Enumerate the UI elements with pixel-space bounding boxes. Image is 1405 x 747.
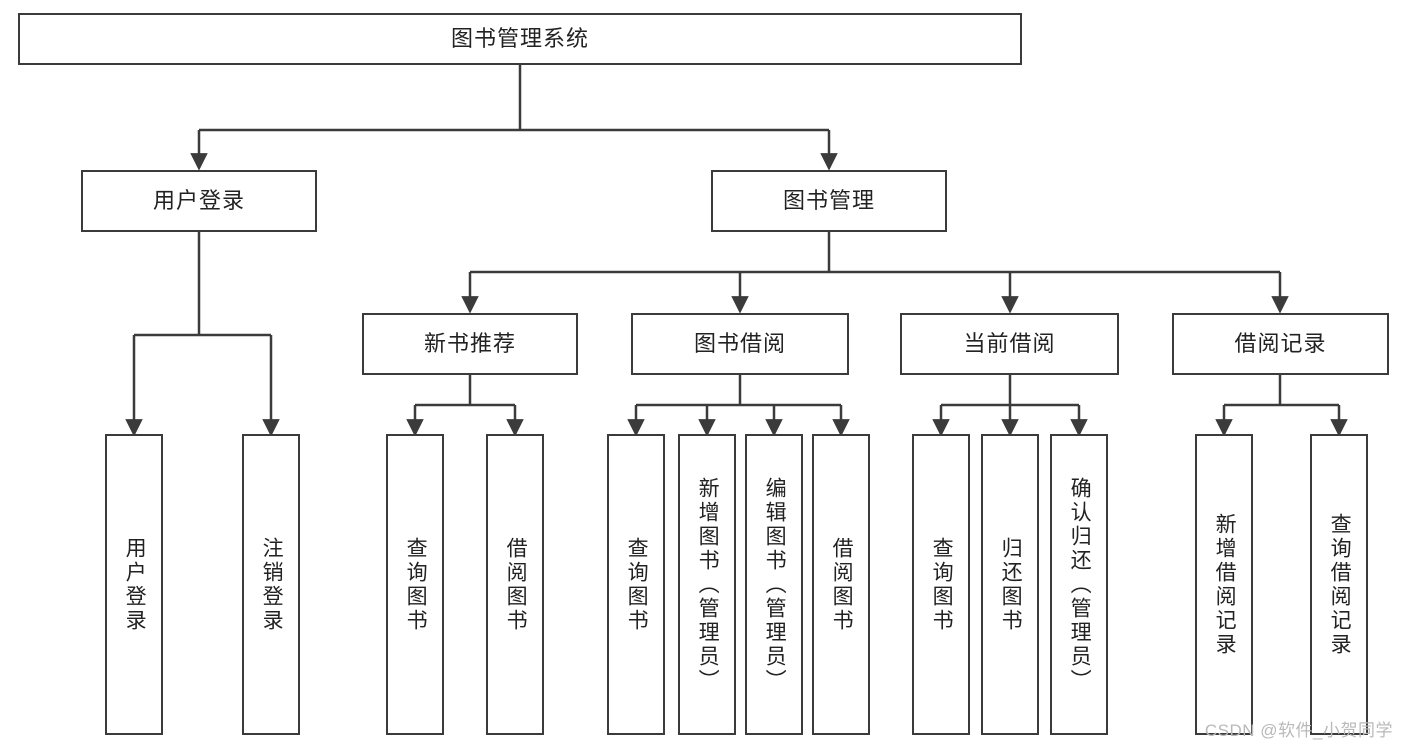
node-root-label: 图书管理系统 (450, 25, 589, 51)
node-leaf-rec-query-book-label: 查询图书 (404, 536, 428, 633)
node-leaf-rec-borrow-book-label: 借阅图书 (504, 536, 528, 633)
node-leaf-br-query-record[interactable]: 查询借阅记录 (1310, 434, 1368, 735)
node-leaf-bb-borrow-book-label: 借阅图书 (830, 536, 854, 633)
node-leaf-user-logout-label: 注销登录 (260, 536, 284, 633)
node-leaf-bb-add-book[interactable]: 新增图书（管理员） (678, 434, 736, 735)
node-leaf-bb-edit-book[interactable]: 编辑图书（管理员） (745, 434, 803, 735)
node-leaf-bb-query-book[interactable]: 查询图书 (607, 434, 665, 735)
node-leaf-br-add-record-label: 新增借阅记录 (1213, 512, 1237, 657)
node-current-borrow[interactable]: 当前借阅 (900, 313, 1119, 375)
node-leaf-cb-confirm-return-label: 确认归还（管理员） (1068, 476, 1092, 693)
node-leaf-cb-return-book[interactable]: 归还图书 (981, 434, 1039, 735)
node-book-manage-label: 图书管理 (782, 187, 875, 213)
node-new-book-rec-label: 新书推荐 (423, 330, 516, 356)
node-borrow-record[interactable]: 借阅记录 (1172, 313, 1389, 375)
node-user-login-label: 用户登录 (152, 187, 245, 213)
node-leaf-user-login-label: 用户登录 (123, 536, 147, 633)
node-leaf-br-query-record-label: 查询借阅记录 (1328, 512, 1352, 657)
node-leaf-cb-confirm-return[interactable]: 确认归还（管理员） (1050, 434, 1108, 735)
node-leaf-user-login[interactable]: 用户登录 (105, 434, 163, 735)
node-leaf-bb-edit-book-label: 编辑图书（管理员） (763, 476, 787, 693)
node-root[interactable]: 图书管理系统 (18, 13, 1022, 65)
node-leaf-bb-add-book-label: 新增图书（管理员） (696, 476, 720, 693)
node-leaf-bb-query-book-label: 查询图书 (625, 536, 649, 633)
node-user-login[interactable]: 用户登录 (81, 170, 317, 232)
node-leaf-user-logout[interactable]: 注销登录 (242, 434, 300, 735)
node-leaf-bb-borrow-book[interactable]: 借阅图书 (812, 434, 870, 735)
node-borrow-record-label: 借阅记录 (1234, 330, 1327, 356)
node-leaf-rec-borrow-book[interactable]: 借阅图书 (486, 434, 544, 735)
node-leaf-cb-query-book[interactable]: 查询图书 (912, 434, 970, 735)
node-book-manage[interactable]: 图书管理 (711, 170, 947, 232)
node-book-borrow[interactable]: 图书借阅 (631, 313, 849, 375)
node-new-book-rec[interactable]: 新书推荐 (362, 313, 578, 375)
node-leaf-br-add-record[interactable]: 新增借阅记录 (1195, 434, 1253, 735)
node-current-borrow-label: 当前借阅 (963, 330, 1056, 356)
node-leaf-cb-return-book-label: 归还图书 (999, 536, 1023, 633)
node-leaf-rec-query-book[interactable]: 查询图书 (386, 434, 444, 735)
node-book-borrow-label: 图书借阅 (693, 330, 786, 356)
node-leaf-cb-query-book-label: 查询图书 (930, 536, 954, 633)
